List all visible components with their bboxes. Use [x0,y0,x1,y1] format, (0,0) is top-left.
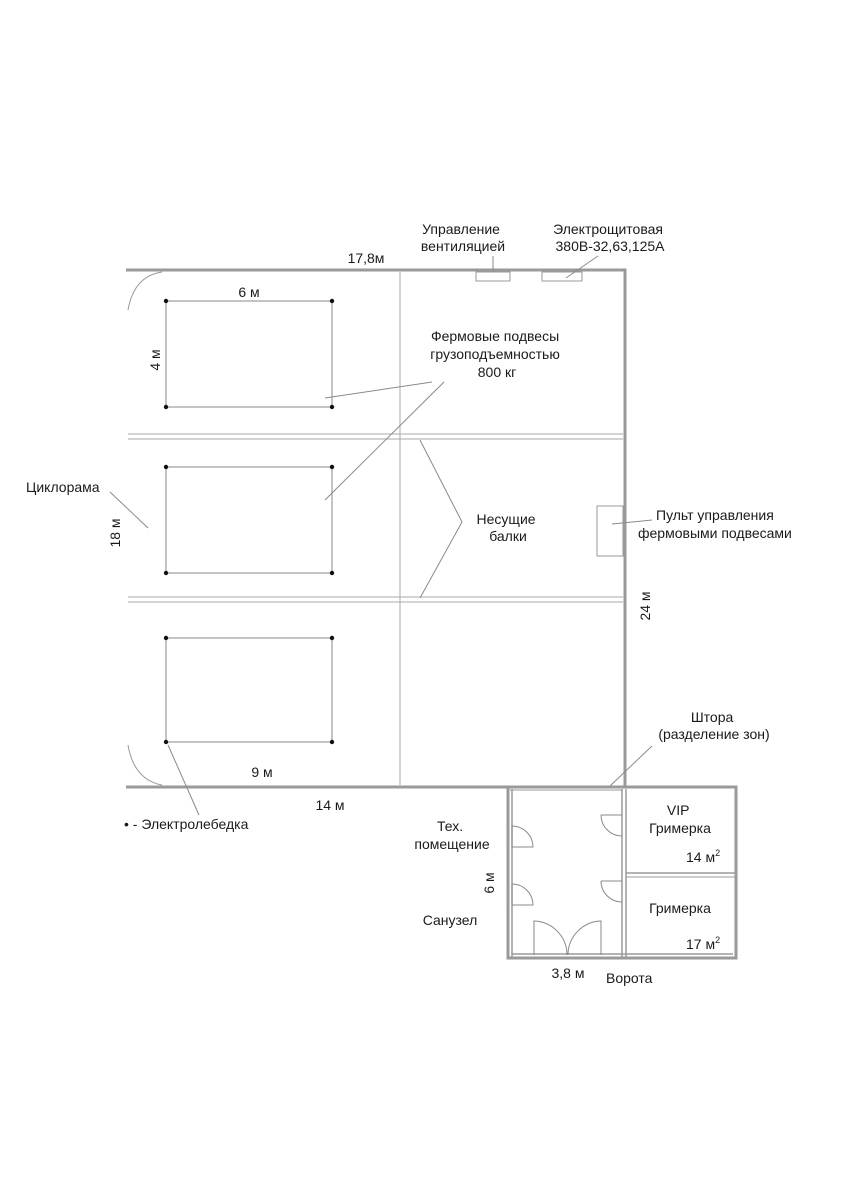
leader-switchboard [565,255,599,279]
truss-2 [165,466,333,574]
winch-dot [329,635,335,641]
curtain-label: Штора (разделение зон) [658,709,769,742]
leader-truss-1 [324,381,433,399]
switchboard-label: Электрощитовая 380В-32,63,125А [553,221,667,254]
door-vip-room [600,814,623,837]
winch-legend: • - Электролебедка [124,816,249,832]
switchboard-box [541,271,583,282]
winch-dot [329,570,335,576]
leader-beam-1 [419,439,463,523]
vip-area-label: 14 м2 [686,848,720,865]
cyclorama-label: Циклорама [26,479,100,495]
ventilation-label: Управление вентиляцией [421,221,505,254]
leader-winch [167,744,200,816]
vip-room-label: VIP Гримерка [649,802,711,836]
winch-dot [163,739,169,745]
leader-beam-2 [419,521,463,599]
leader-cyclorama [109,491,149,529]
winch-dot [163,635,169,641]
beams-label: Несущие балки [477,511,540,544]
truss-1 [165,300,333,408]
corridor-length-label: 6 м [481,872,497,893]
winch-dot [163,404,169,410]
bottom-width-14-label: 14 м [315,797,344,813]
winch-dots [163,298,335,745]
leader-truss-control [611,519,653,525]
bottom-width-9-label: 9 м [251,764,272,780]
truss-control-label: Пульт управления фермовыми подвесами [638,507,792,541]
winch-dot [329,464,335,470]
winch-dot [329,739,335,745]
truss-hangers-label: Фермовые подвесы грузоподъемностью 800 к… [430,328,563,380]
gate-door-left [533,920,568,956]
tech-room-label: Тех. помещение [414,818,489,852]
ventilation-control-box [475,271,511,282]
hall-height-label: 18 м [107,518,123,547]
gate-width-label: 3,8 м [552,965,585,981]
truss-width-label: 6 м [238,284,259,300]
hall-length-label: 24 м [637,591,653,620]
winch-dot [163,464,169,470]
winch-dot [329,404,335,410]
gate-label: Ворота [606,970,653,986]
dressing-room-label: Гримерка [649,900,711,916]
leader-truss-2 [324,381,445,501]
truss-3 [165,637,333,743]
bathroom-label: Санузел [423,912,478,928]
gate-door-right [567,920,602,956]
main-hall-outline [126,268,738,960]
winch-dot [163,570,169,576]
truss-control-panel [596,505,624,557]
door-dressing-room [600,880,623,903]
top-width-label: 17,8м [348,250,385,266]
leader-curtain [609,745,653,787]
cyclorama-curve-top [127,271,163,311]
door-bathroom [511,883,534,906]
winch-dot [329,298,335,304]
dressing-area-label: 17 м2 [686,935,720,952]
winch-dot [163,298,169,304]
cyclorama-curve-bottom [127,744,163,786]
truss-height-label: 4 м [147,349,163,370]
door-tech-room [511,825,534,848]
